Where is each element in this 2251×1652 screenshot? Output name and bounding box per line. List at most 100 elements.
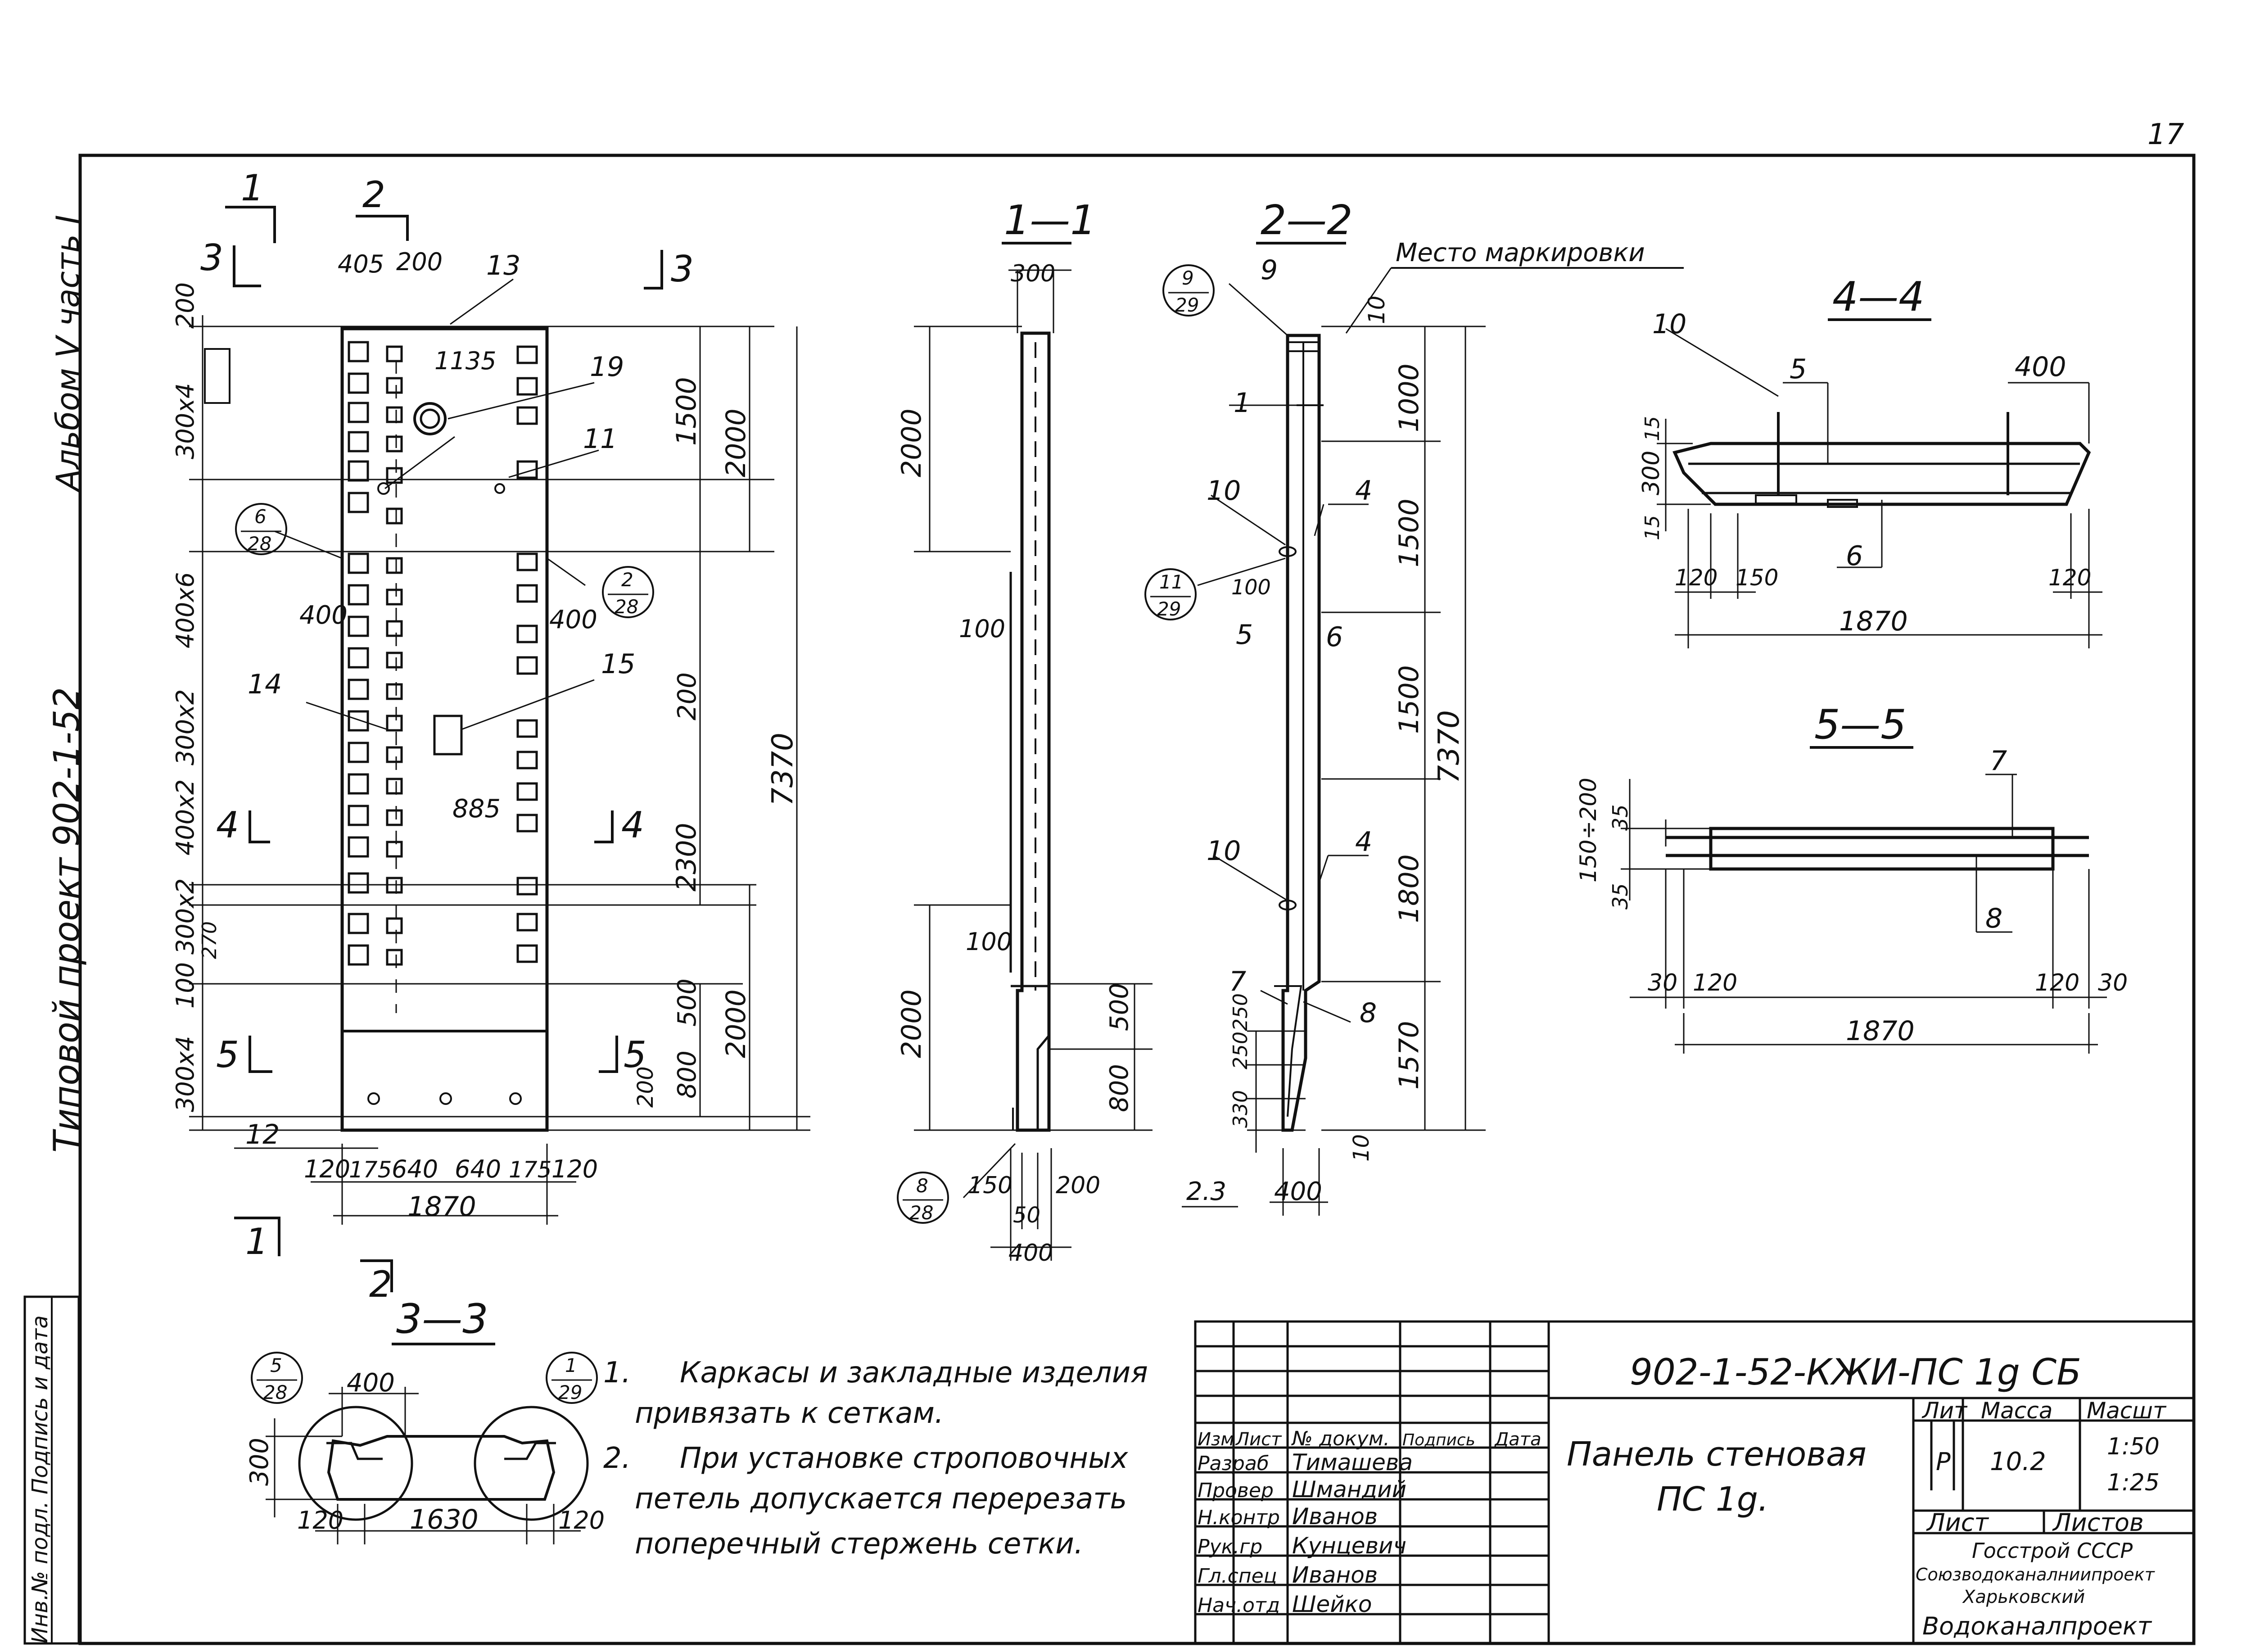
margin-album: Альбом V часть I xyxy=(50,215,86,493)
org-4: Водоканалпроект xyxy=(1922,1612,2152,1640)
svg-text:28: 28 xyxy=(263,1381,287,1403)
dim-b-640a: 640 xyxy=(392,1155,438,1183)
dim-200-left: 200 xyxy=(171,282,199,329)
dim-22-100: 100 xyxy=(1231,575,1271,599)
pos-44-10: 10 xyxy=(1652,308,1686,340)
svg-text:1: 1 xyxy=(565,1354,577,1376)
dim-1500: 1500 xyxy=(671,377,702,446)
role-2: Провер xyxy=(1198,1479,1274,1502)
dim-22-250b: 250 xyxy=(1229,1032,1252,1069)
col-list: Лист xyxy=(1235,1429,1282,1450)
dim-885: 885 xyxy=(452,794,501,824)
pos-10-lower: 10 xyxy=(1207,835,1241,867)
section-mark-3-left: 3 xyxy=(200,237,223,279)
dim-2000-bottom: 2000 xyxy=(720,989,752,1058)
role-5: Гл.спец xyxy=(1198,1565,1277,1588)
dim-44-15a: 15 xyxy=(1641,416,1664,441)
dim-b-640b: 640 xyxy=(455,1155,501,1183)
dim-11-2000b: 2000 xyxy=(896,989,927,1058)
pos-55-8: 8 xyxy=(1985,903,2002,934)
dim-11-50: 50 xyxy=(1013,1203,1040,1228)
lit-header: Лит xyxy=(1921,1398,1968,1424)
svg-text:29: 29 xyxy=(1157,598,1181,620)
callout-2-28: 2 28 xyxy=(602,566,654,618)
section-2-2: 2—2 Место маркировки xyxy=(1144,197,1684,1216)
lit-value: Р xyxy=(1936,1448,1951,1476)
section-1-1: 1—1 300 2 xyxy=(896,197,1153,1267)
dim-200-top: 200 xyxy=(396,248,443,276)
svg-text:28: 28 xyxy=(615,596,638,618)
pos-13: 13 xyxy=(486,250,520,281)
section-mark-1-bottom: 1 xyxy=(245,1221,268,1263)
dim-200-right: 200 xyxy=(673,672,702,720)
pos-8: 8 xyxy=(1360,997,1377,1029)
section-3-3: 3—3 400 300 120 1630 120 5 xyxy=(245,1295,605,1544)
dim-22-330: 330 xyxy=(1229,1090,1252,1128)
svg-text:6: 6 xyxy=(254,506,267,528)
mass-header: Масса xyxy=(1981,1398,2052,1424)
title-1-1: 1—1 xyxy=(1004,197,1096,244)
dim-44-150: 150 xyxy=(1736,565,1778,591)
section-mark-2-bottom: 2 xyxy=(369,1263,392,1305)
note-2-line1: При установке строповочных xyxy=(680,1442,1129,1475)
svg-text:29: 29 xyxy=(558,1381,582,1403)
front-left-loops xyxy=(348,341,403,966)
pos-4-lower: 4 xyxy=(1355,826,1372,858)
dim-11-100a: 100 xyxy=(959,615,1005,643)
dim-270: 270 xyxy=(198,921,221,959)
dim-22-1570: 1570 xyxy=(1393,1021,1425,1090)
svg-text:11: 11 xyxy=(1159,571,1183,593)
dim-33-400: 400 xyxy=(347,1368,395,1398)
pos-4-upper: 4 xyxy=(1355,475,1372,507)
dim-44-1870: 1870 xyxy=(1839,606,1908,637)
scale-value-2: 1:25 xyxy=(2107,1469,2160,1496)
mass-value: 10.2 xyxy=(1990,1447,2046,1476)
role-1: Разраб xyxy=(1198,1452,1269,1475)
dim-405: 405 xyxy=(338,250,384,278)
dim-33-120a: 120 xyxy=(297,1506,344,1534)
dim-11-300: 300 xyxy=(1011,260,1055,287)
section-mark-5-left: 5 xyxy=(216,1034,239,1076)
svg-text:9: 9 xyxy=(1182,267,1194,289)
dim-22-1500a: 1500 xyxy=(1393,498,1425,567)
role-4: Рук.гр xyxy=(1198,1535,1262,1558)
title-line1: Панель стеновая xyxy=(1567,1435,1867,1474)
pos-55-7: 7 xyxy=(1990,745,2007,777)
dim-b-175a: 175 xyxy=(349,1157,392,1183)
dim-22-10-top: 10 xyxy=(1364,295,1390,324)
title-block: 902-1-52-КЖИ-ПС 1g СБ Панель стеновая ПС… xyxy=(1194,1320,2195,1645)
note-1-line2: привязать к сеткам. xyxy=(635,1397,944,1430)
dim-22-400: 400 xyxy=(1274,1177,1322,1206)
dim-55-35b: 35 xyxy=(1608,883,1632,910)
title-2-2: 2—2 xyxy=(1261,197,1353,244)
callout-11-29: 11 29 xyxy=(1144,568,1197,620)
callout-1-29: 1 29 xyxy=(546,1352,598,1404)
dim-11-500: 500 xyxy=(1105,983,1134,1031)
dim-11-150: 150 xyxy=(968,1172,1012,1199)
pos-44-6: 6 xyxy=(1846,540,1863,572)
dim-11-200: 200 xyxy=(1056,1172,1100,1199)
dim-300x2-a: 300х2 xyxy=(171,689,199,765)
svg-text:29: 29 xyxy=(1175,294,1199,316)
dim-44-300: 300 xyxy=(1638,451,1665,495)
title-line2: ПС 1g. xyxy=(1657,1480,1768,1519)
dim-55-30b: 30 xyxy=(2098,969,2128,996)
dim-2300: 2300 xyxy=(671,823,702,892)
name-3: Иванов xyxy=(1292,1503,1378,1530)
dim-800: 800 xyxy=(673,1050,702,1099)
callout-9-29: 9 29 xyxy=(1162,264,1215,317)
dim-400-right: 400 xyxy=(549,605,597,634)
dim-300x4-top: 300х4 xyxy=(171,383,199,459)
name-1: Тимашева xyxy=(1292,1449,1413,1475)
front-right-loops xyxy=(516,345,538,963)
col-sign: Подпись xyxy=(1402,1431,1475,1449)
dim-200-bottom: 200 xyxy=(633,1066,658,1108)
col-doc: № докум. xyxy=(1291,1427,1390,1450)
section-mark-4-left: 4 xyxy=(216,804,239,846)
note-2-line2: петель допускается перерезать xyxy=(635,1482,1127,1516)
dim-100: 100 xyxy=(171,962,199,1009)
front-view-labels: 1 2 3 3 4 4 5 5 1 2 405 200 1135 200 300… xyxy=(171,167,800,1305)
pos-14: 14 xyxy=(248,669,282,700)
dim-11-2000a: 2000 xyxy=(896,408,927,477)
dim-1135: 1135 xyxy=(434,347,496,375)
